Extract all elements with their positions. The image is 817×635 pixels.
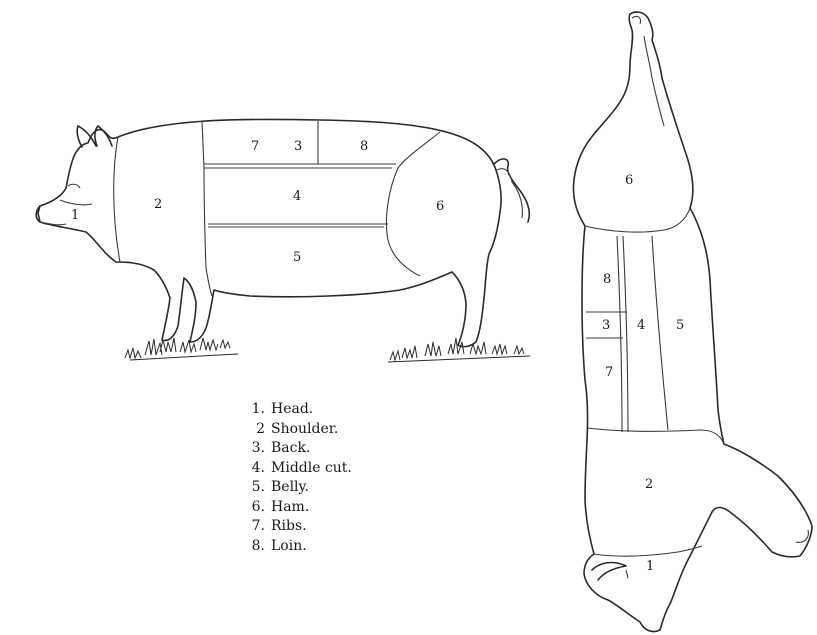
legend-number: 6. [243, 498, 265, 518]
legend-item-middle-cut: 4. Middle cut. [243, 459, 352, 479]
side-label-shoulder: 2 [154, 197, 162, 212]
legend-text: Ham. [271, 499, 309, 515]
line-shoulder [587, 428, 724, 444]
side-label-back: 3 [294, 139, 302, 154]
eye-mark [626, 570, 628, 578]
line-shoulder-back [202, 121, 212, 296]
grass-front [125, 338, 238, 360]
carcass-label-loin: 8 [603, 272, 611, 287]
legend-item-ham: 6. Ham. [243, 498, 352, 518]
line-ham [585, 208, 690, 232]
side-label-loin: 8 [360, 139, 368, 154]
side-label-head: 1 [71, 208, 79, 223]
eye [68, 184, 80, 188]
carcass-region-labels: 6 8 3 7 4 5 2 1 [602, 173, 684, 574]
side-label-middle-cut: 4 [293, 189, 301, 204]
carcass-label-ribs: 7 [605, 365, 613, 380]
legend-number: 8. [243, 537, 265, 557]
pig-body-outline [36, 119, 501, 346]
legend-item-loin: 8. Loin. [243, 537, 352, 557]
carcass-label-belly: 5 [676, 318, 684, 333]
line-middle-belly [652, 236, 668, 430]
legend-text: Middle cut. [271, 460, 352, 476]
spine-line-2 [623, 236, 628, 432]
line-head-shoulder [114, 137, 120, 262]
carcass-label-head: 1 [646, 559, 654, 574]
legend-text: Head. [271, 401, 313, 417]
cheek [60, 200, 92, 205]
legend-number: 2 [243, 420, 265, 440]
side-label-ribs: 7 [251, 139, 259, 154]
carcass-ear [592, 563, 626, 580]
legend-number: 5. [243, 478, 265, 498]
legend-item-head: 1. Head. [243, 400, 352, 420]
line-head [594, 546, 702, 556]
legend-text: Ribs. [271, 518, 307, 534]
pig-side-view [36, 119, 530, 362]
legend-text: Shoulder. [271, 421, 338, 437]
line-ham-front [386, 168, 420, 276]
carcass-label-middle-cut: 4 [637, 318, 645, 333]
legend-text: Belly. [271, 479, 309, 495]
legend-text: Back. [271, 440, 310, 456]
legend-item-shoulder: 2 Shoulder. [243, 420, 352, 440]
side-label-belly: 5 [293, 250, 301, 265]
cuts-legend: 1. Head. 2 Shoulder. 3. Back. 4. Middle cut.… [243, 400, 352, 556]
legend-item-back: 3. Back. [243, 439, 352, 459]
ham-ridge [644, 36, 664, 126]
legend-number: 1. [243, 400, 265, 420]
legend-text: Loin. [271, 538, 307, 554]
trotter-toe [632, 16, 641, 24]
carcass-label-back: 3 [602, 318, 610, 333]
line-loin-ham [398, 132, 440, 168]
spine-line-1 [617, 236, 622, 432]
carcass-label-ham: 6 [625, 173, 633, 188]
front-trotter [796, 530, 808, 542]
legend-number: 7. [243, 517, 265, 537]
side-label-ham: 6 [436, 199, 444, 214]
legend-number: 3. [243, 439, 265, 459]
legend-item-ribs: 7. Ribs. [243, 517, 352, 537]
legend-item-belly: 5. Belly. [243, 478, 352, 498]
carcass-label-shoulder: 2 [645, 477, 653, 492]
legend-number: 4. [243, 459, 265, 479]
